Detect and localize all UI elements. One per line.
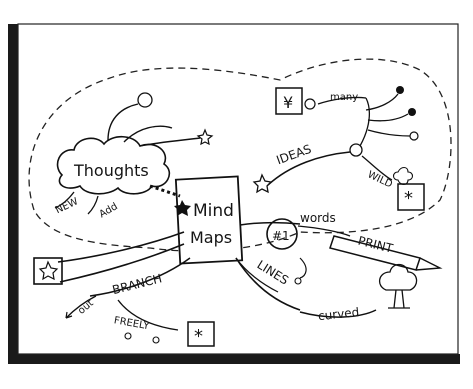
- asterisk-box-icon: [397, 183, 425, 211]
- asterisk-icon: *: [194, 326, 203, 347]
- bulb-icon: [396, 86, 404, 94]
- words-label: words: [300, 211, 336, 225]
- asterisk-box-icon: [187, 321, 215, 347]
- many-label: many: [330, 92, 358, 103]
- thoughts-cloud: [56, 135, 170, 195]
- circle-icon: [137, 92, 153, 108]
- figure-icon: ¥: [283, 93, 293, 112]
- hash-one-label: #1: [272, 229, 290, 243]
- dotted-connector: [149, 184, 181, 198]
- node-circle: [349, 143, 363, 157]
- center-label-maps: Maps: [190, 228, 232, 247]
- center-label-mind: Mind: [193, 201, 234, 221]
- star-icon: [174, 200, 191, 216]
- curved-label: curved: [317, 305, 359, 323]
- asterisk-icon: *: [404, 188, 413, 209]
- star-box-icon: [33, 257, 63, 285]
- star-icon: [38, 260, 59, 281]
- flower-icon: [392, 166, 414, 186]
- hash-circle: [266, 218, 298, 250]
- star-icon: [196, 128, 214, 146]
- central-node: Mind Maps: [174, 173, 273, 265]
- thoughts-label: Thoughts: [73, 161, 149, 180]
- picture-box-icon: [275, 87, 303, 115]
- tree-icon: [379, 263, 418, 309]
- star-icon: [252, 173, 273, 194]
- dashed-boundary: [28, 58, 452, 252]
